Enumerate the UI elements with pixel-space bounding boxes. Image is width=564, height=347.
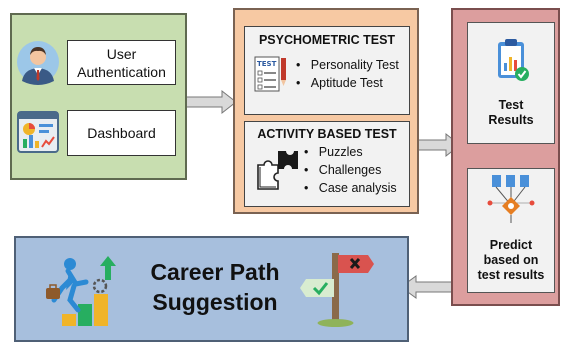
signpost-icon: [300, 253, 374, 327]
activity-item-case-analysis: Case analysis: [318, 181, 397, 195]
psychometric-item-personality: Personality Test: [310, 58, 399, 72]
list-item: • Challenges: [304, 163, 382, 177]
test-sheet-icon: TEST: [254, 56, 286, 92]
activity-based-test-box[interactable]: [244, 121, 410, 207]
activity-item-puzzles: Puzzles: [318, 145, 363, 159]
prediction-network-icon: [487, 175, 535, 223]
user-avatar-icon: [17, 41, 59, 85]
test-icon-text: TEST: [257, 60, 277, 68]
dashboard-box[interactable]: Dashboard: [67, 110, 176, 156]
dashboard-label: Dashboard: [87, 125, 156, 141]
arrow-to-tests: [185, 89, 237, 115]
clipboard-results-icon: [498, 39, 529, 81]
activity-based-test-title: ACTIVITY BASED TEST: [257, 127, 397, 141]
user-authentication-label: User Authentication: [77, 45, 166, 80]
list-item: • Case analysis: [304, 181, 397, 195]
test-results-label: Test Results: [488, 98, 534, 127]
predict-label: Predict based on test results: [477, 238, 545, 282]
list-item: • Personality Test: [296, 58, 399, 72]
psychometric-test-title: PSYCHOMETRIC TEST: [258, 33, 396, 47]
user-authentication-box[interactable]: User Authentication: [67, 40, 176, 85]
list-item: • Puzzles: [304, 145, 363, 159]
career-path-suggestion-title: Career Path Suggestion: [150, 259, 280, 315]
puzzle-icon: [257, 151, 298, 190]
dashboard-icon: [17, 111, 59, 153]
activity-item-challenges: Challenges: [318, 163, 382, 177]
list-item: • Aptitude Test: [296, 76, 383, 90]
career-growth-icon: [46, 256, 116, 326]
psychometric-item-aptitude: Aptitude Test: [310, 76, 383, 90]
